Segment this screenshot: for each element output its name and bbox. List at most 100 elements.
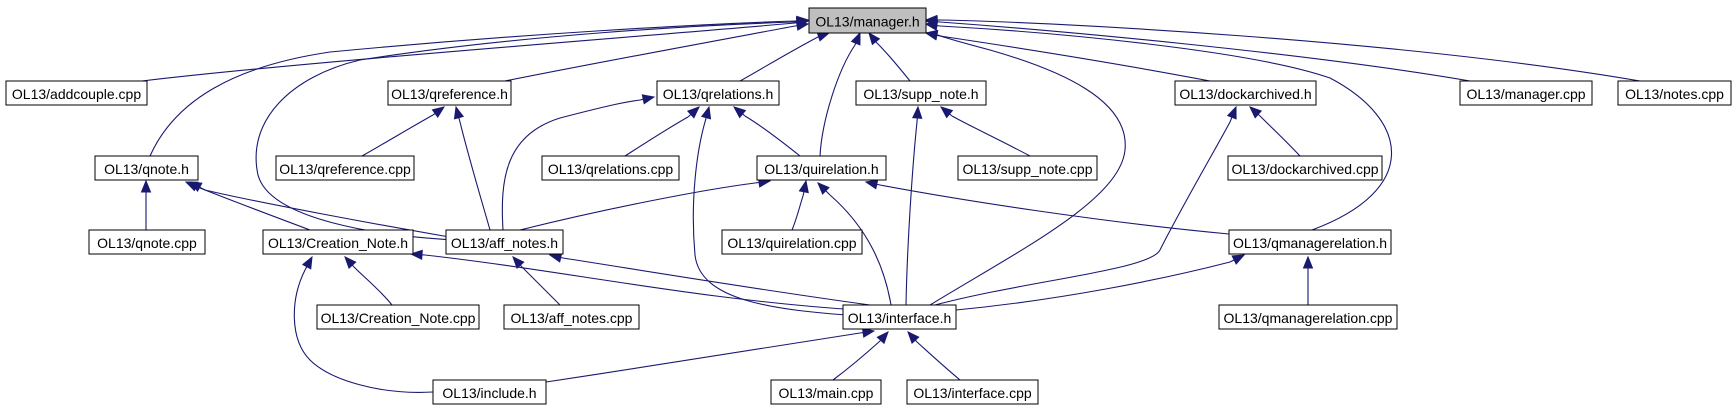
arrowhead: [431, 106, 446, 119]
node-label: OL13/aff_notes.cpp: [511, 310, 633, 326]
arrowhead: [140, 179, 152, 193]
node-qnote-cpp[interactable]: OL13/qnote.cpp: [88, 229, 206, 255]
edge-qmanagerelation-h-to-manager-h: [924, 20, 1392, 231]
arrowhead: [817, 182, 830, 195]
node-label: OL13/qrelations.cpp: [548, 161, 674, 177]
node-box: [906, 379, 1039, 405]
node-supp-note-cpp[interactable]: OL13/supp_note.cpp: [957, 155, 1098, 181]
node-label: OL13/main.cpp: [779, 385, 874, 401]
edge-interface-h-to-aff-notes-h: [548, 252, 871, 306]
node-box: [432, 379, 547, 405]
node-label: OL13/interface.h: [848, 310, 952, 326]
node-box: [855, 80, 987, 106]
node-quirelation-h[interactable]: OL13/quirelation.h: [756, 155, 887, 181]
arrowhead: [1231, 254, 1246, 265]
node-label: OL13/qmanagerelation.h: [1233, 235, 1387, 251]
node-addcouple-cpp[interactable]: OL13/addcouple.cpp: [5, 80, 148, 106]
node-label: OL13/dockarchived.cpp: [1231, 161, 1378, 177]
node-creation-note-cpp[interactable]: OL13/Creation_Note.cpp: [316, 304, 480, 330]
edge-aff-notes-h-to-qreference-h: [453, 105, 491, 231]
node-qreference-h[interactable]: OL13/qreference.h: [387, 80, 512, 106]
edge-manager-cpp-to-manager-h: [924, 16, 1471, 82]
arrowhead: [850, 31, 861, 46]
node-qrelations-cpp[interactable]: OL13/qrelations.cpp: [541, 155, 680, 181]
arrowhead: [732, 106, 747, 119]
node-box: [842, 304, 957, 330]
arrowhead: [924, 30, 939, 41]
arrowhead: [700, 105, 712, 120]
node-box: [5, 80, 148, 106]
node-qrelations-h[interactable]: OL13/qrelations.h: [656, 80, 780, 106]
edge-qmanagerelation-cpp-to-qmanagerelation-h: [1302, 255, 1314, 305]
node-aff-notes-cpp[interactable]: OL13/aff_notes.cpp: [503, 304, 640, 330]
edge-creation-note-cpp-to-creation-note-h: [344, 256, 393, 306]
arrowhead: [924, 14, 938, 26]
edge-notes-cpp-to-manager-h: [924, 14, 1641, 82]
arrowhead: [301, 255, 313, 270]
node-label: OL13/qreference.h: [391, 86, 508, 102]
edge-aff-notes-cpp-to-aff-notes-h: [512, 256, 561, 306]
arrowhead: [876, 331, 889, 345]
node-dockarchived-cpp[interactable]: OL13/dockarchived.cpp: [1227, 155, 1383, 181]
node-qmanagerelation-h[interactable]: OL13/qmanagerelation.h: [1228, 229, 1392, 255]
arrowhead: [344, 256, 357, 270]
node-label: OL13/notes.cpp: [1625, 86, 1724, 102]
node-include-h[interactable]: OL13/include.h: [432, 379, 547, 405]
edge-interface-h-to-qmanagerelation-h: [955, 254, 1246, 311]
node-box: [387, 80, 512, 106]
node-label: OL13/quirelation.h: [764, 161, 878, 177]
node-qreference-cpp[interactable]: OL13/qreference.cpp: [275, 155, 415, 181]
node-label: OL13/addcouple.cpp: [12, 86, 141, 102]
node-supp-note-h[interactable]: OL13/supp_note.h: [855, 80, 987, 106]
edge-interface-h-to-supp-note-h: [905, 105, 923, 306]
edge-interface-cpp-to-interface-h: [907, 331, 961, 381]
node-label: OL13/qnote.h: [104, 161, 189, 177]
node-label: OL13/qmanagerelation.cpp: [1224, 310, 1393, 326]
node-dockarchived-h[interactable]: OL13/dockarchived.h: [1174, 80, 1317, 106]
arrowhead: [912, 105, 923, 119]
edge-interface-h-to-dockarchived-h: [934, 105, 1237, 306]
edge-main-cpp-to-interface-h: [832, 331, 889, 381]
node-label: OL13/qreference.cpp: [279, 161, 411, 177]
arrowhead: [939, 106, 954, 119]
arrowhead: [798, 179, 809, 194]
node-label: OL13/interface.cpp: [913, 385, 1032, 401]
node-manager-h[interactable]: OL13/manager.h: [808, 7, 927, 34]
node-box: [756, 155, 887, 181]
edge-aff-notes-h-to-qrelations-h: [501, 94, 656, 231]
node-aff-notes-h[interactable]: OL13/aff_notes.h: [445, 229, 564, 255]
edge-interface-h-to-creation-note-h: [409, 249, 859, 311]
node-label: OL13/manager.h: [815, 14, 919, 30]
arrowhead: [1226, 105, 1237, 120]
node-main-cpp[interactable]: OL13/main.cpp: [770, 379, 882, 405]
node-box: [957, 155, 1098, 181]
edge-qreference-cpp-to-qreference-h: [361, 106, 446, 157]
arrowhead: [453, 105, 465, 120]
edge-interface-h-to-quirelation-h: [817, 182, 892, 306]
edge-qreference-h-to-manager-h: [504, 20, 810, 82]
edge-supp-note-cpp-to-supp-note-h: [939, 106, 1031, 157]
node-interface-cpp[interactable]: OL13/interface.cpp: [906, 379, 1039, 405]
node-box: [1459, 80, 1593, 106]
arrowhead: [1302, 255, 1314, 269]
node-notes-cpp[interactable]: OL13/notes.cpp: [1617, 80, 1732, 106]
node-label: OL13/Creation_Note.cpp: [321, 310, 476, 326]
arrowhead: [1249, 106, 1263, 119]
arrowhead: [861, 327, 876, 338]
node-qnote-h[interactable]: OL13/qnote.h: [94, 155, 199, 181]
edge-quirelation-h-to-qrelations-h: [732, 106, 801, 157]
arrowhead: [409, 249, 423, 261]
node-box: [1227, 155, 1383, 181]
node-qmanagerelation-cpp[interactable]: OL13/qmanagerelation.cpp: [1218, 304, 1398, 330]
node-creation-note-h[interactable]: OL13/Creation_Note.h: [262, 229, 414, 255]
edge-qrelations-h-to-manager-h: [739, 31, 831, 82]
edge-qmanagerelation-h-to-quirelation-h: [864, 179, 1230, 235]
edge-aff-notes-h-to-quirelation-h: [519, 177, 772, 231]
edge-supp-note-h-to-manager-h: [868, 31, 911, 82]
node-box: [770, 379, 882, 405]
node-box: [316, 304, 480, 330]
node-interface-h[interactable]: OL13/interface.h: [842, 304, 957, 330]
node-quirelation-cpp[interactable]: OL13/quirelation.cpp: [721, 229, 863, 255]
node-manager-cpp[interactable]: OL13/manager.cpp: [1459, 80, 1593, 106]
node-label: OL13/include.h: [442, 385, 536, 401]
